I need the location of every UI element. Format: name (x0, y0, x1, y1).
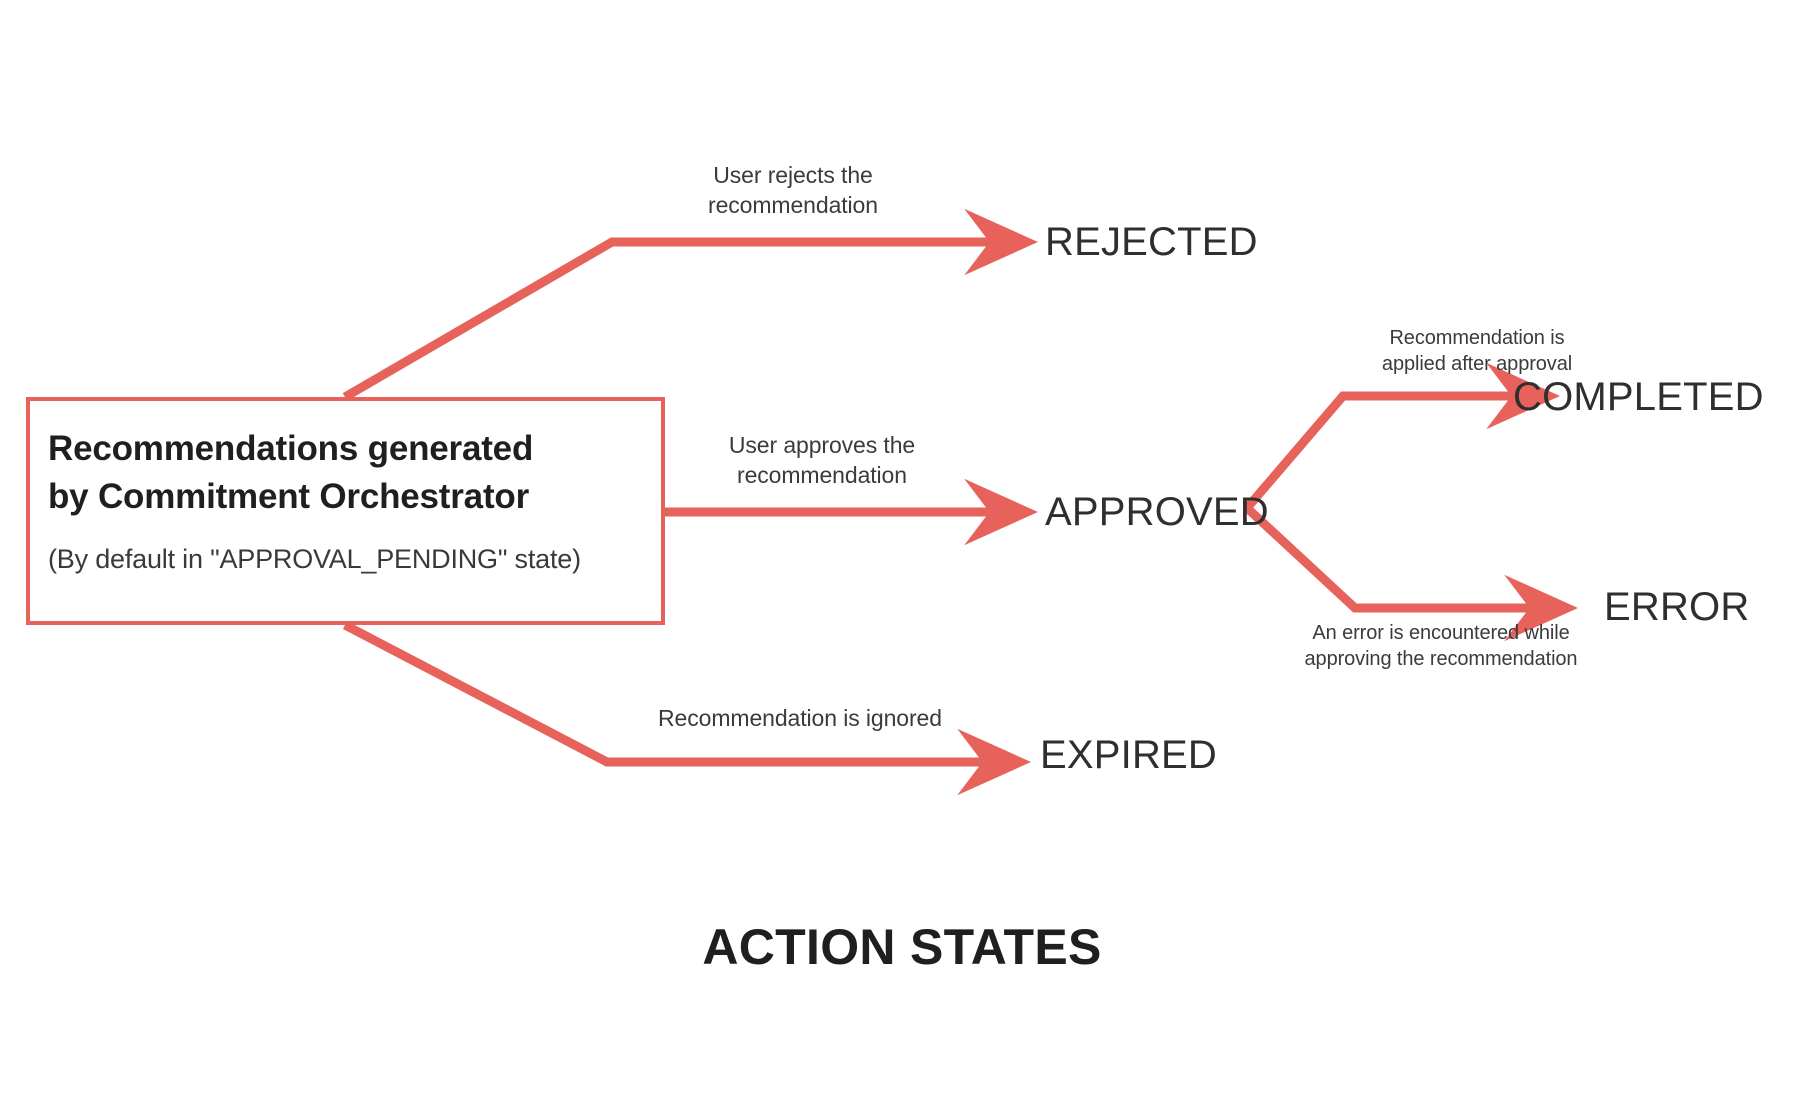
source-node-title-line-1: Recommendations generated (48, 429, 534, 468)
source-node-subtitle: (By default in "APPROVAL_PENDING" state) (48, 543, 581, 574)
edge-to-error (1243, 504, 1578, 642)
state-expired[interactable]: EXPIRED (1040, 733, 1218, 777)
edge-label-to-approved: User approves the recommendation (728, 432, 916, 489)
source-node-title-line-2: by Commitment Orchestrator (48, 477, 530, 517)
edge-label-to-expired: Recommendation is ignored (658, 705, 942, 731)
edge-to-completed (1243, 362, 1560, 511)
edge-label-to-completed: Recommendation is applied after approval (1381, 327, 1573, 376)
state-rejected[interactable]: REJECTED (1045, 220, 1258, 264)
diagram-caption: ACTION STATES (702, 919, 1102, 975)
source-node-title: Recommendations generated by Commitment … (48, 425, 645, 522)
state-error[interactable]: ERROR (1604, 585, 1750, 629)
source-node[interactable]: Recommendations generated by Commitment … (26, 397, 665, 625)
edge-to-expired (342, 621, 1031, 796)
state-completed[interactable]: COMPLETED (1513, 375, 1764, 419)
edge-to-rejected (342, 208, 1038, 401)
edge-label-to-error: An error is encountered while approving … (1304, 622, 1578, 671)
state-approved[interactable]: APPROVED (1045, 490, 1269, 534)
edge-label-to-rejected: User rejects the recommendation (708, 162, 878, 219)
